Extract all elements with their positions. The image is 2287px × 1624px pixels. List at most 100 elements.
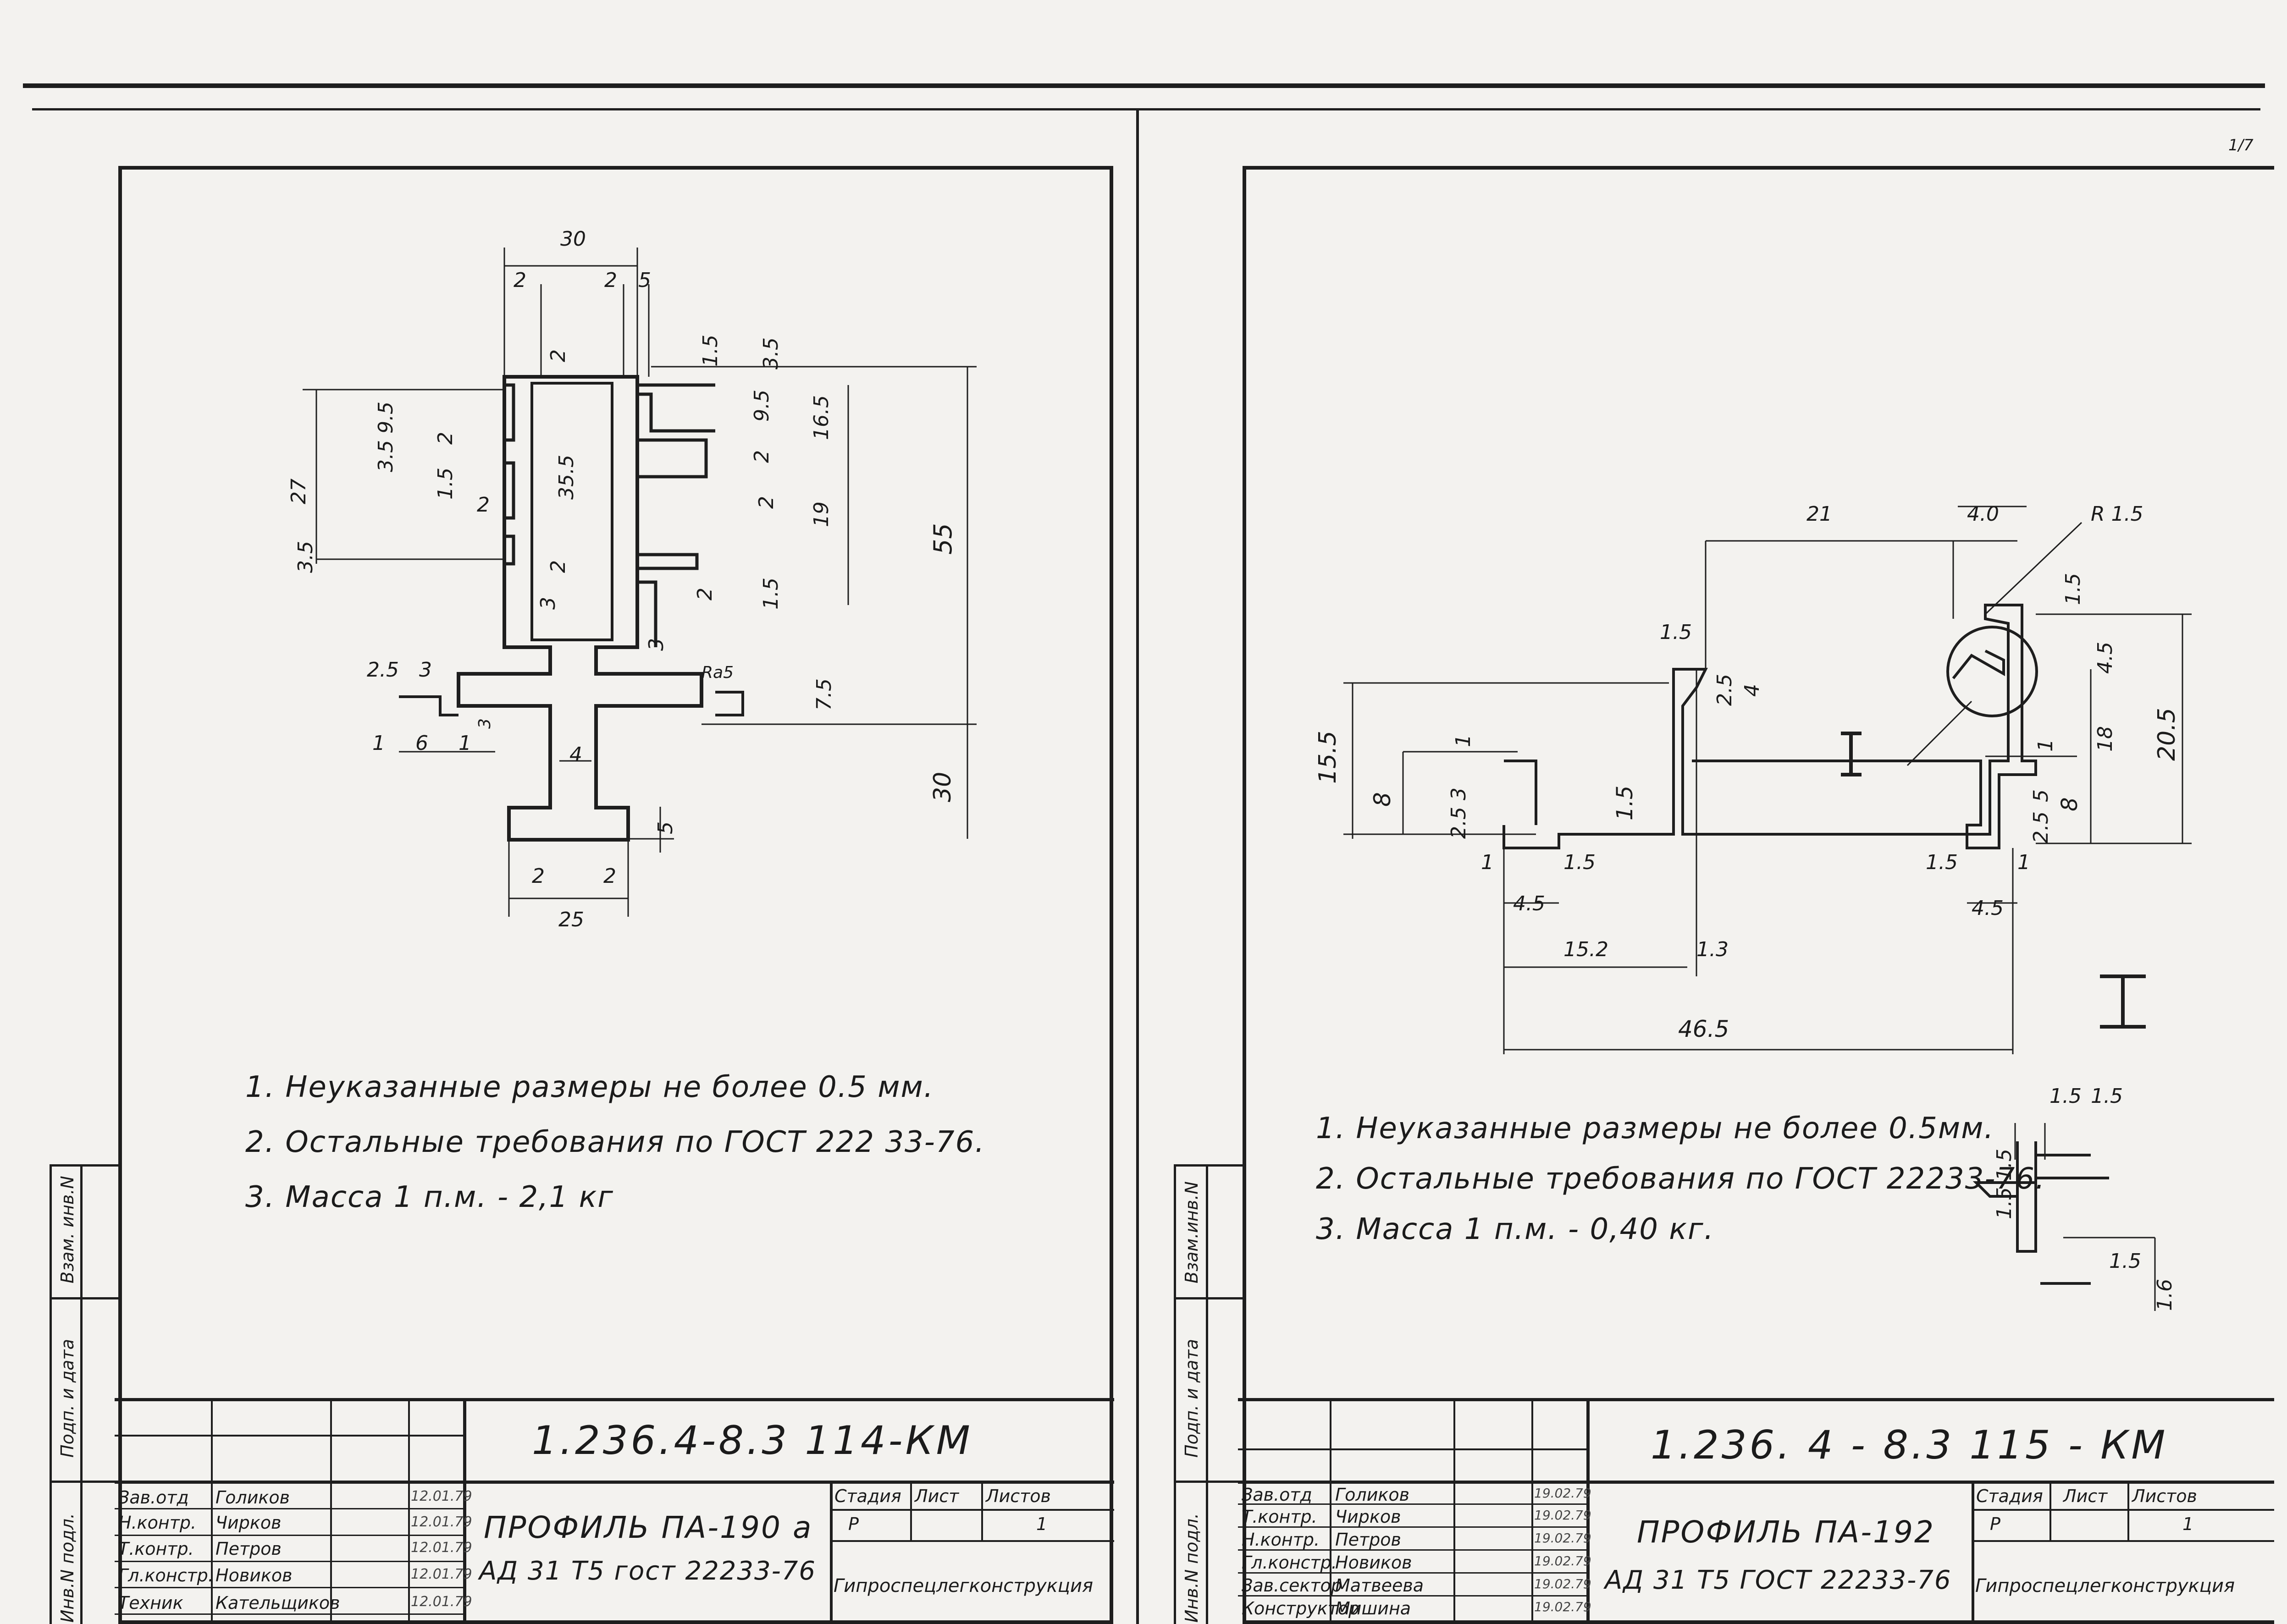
dim-r-21: 21 <box>1806 502 1832 526</box>
dim-r-15c: 1.5 <box>1926 851 1958 874</box>
date-left-4: 12.01.79 <box>411 1594 472 1610</box>
dim-r-25: 2.5 <box>1713 674 1736 706</box>
dim-base-2b: 2 <box>603 864 616 888</box>
role-left-3: Гл.констр. <box>118 1565 214 1585</box>
dim-r-1d: 1 <box>2017 851 2030 874</box>
dim-r-5: 5 <box>2029 789 2053 802</box>
dim-right-2c: 2 <box>693 588 717 600</box>
dim-r-45: 4.5 <box>2094 642 2117 674</box>
material-left: АД 31 Т5 гост 22233-76 <box>479 1556 817 1586</box>
dim-r-18: 18 <box>2094 726 2117 752</box>
material-right: АД 31 Т5 ГОСТ 22233-76 <box>1605 1565 1952 1595</box>
dim-flange-1b: 1 <box>459 732 471 755</box>
dim-r-15b: 1.5 <box>1563 851 1596 874</box>
stage-right: Р <box>1990 1514 2000 1534</box>
dim-flange-25: 2.5 <box>367 658 399 682</box>
name-right-2: Петров <box>1335 1530 1401 1550</box>
date-left-0: 12.01.79 <box>411 1488 472 1504</box>
dim-base-2a: 2 <box>532 864 545 888</box>
dim-top-2c: 2 <box>547 349 570 362</box>
side-col-left-sep2 <box>50 1297 118 1299</box>
note-3-right: 3. Масса 1 п.м. - 0,40 кг. <box>1316 1212 1714 1246</box>
dim-r-13: 1.3 <box>1696 938 1729 961</box>
dim-flange-1a: 1 <box>372 732 385 755</box>
org-left: Гипроспецлегконструкция <box>834 1575 1094 1596</box>
drawing-frame-right <box>1243 166 2274 1624</box>
dim-r-465: 46.5 <box>1678 1016 1729 1042</box>
dim-top-15: 1.5 <box>699 335 722 367</box>
dim-left-2b: 2 <box>477 493 490 517</box>
sheet-divider <box>1136 108 1139 1624</box>
dim-r-det16: 1.6 <box>2153 1279 2177 1311</box>
dim-left-27: 27 <box>287 479 310 504</box>
dim-r-1a: 1 <box>1452 734 1475 747</box>
dim-r-45b: 4.5 <box>1513 892 1545 915</box>
dim-top-width: 30 <box>560 227 586 251</box>
side-label-1-left: Взам. инв.N <box>57 1176 77 1283</box>
dim-r-15top: 1.5 <box>2061 573 2085 605</box>
stage-left: Р <box>848 1514 859 1534</box>
date-right-4: 19.02.79 <box>1534 1576 1591 1591</box>
dim-r-155: 15.5 <box>1314 731 1342 784</box>
dim-center-2: 2 <box>547 560 570 573</box>
dim-base-25: 25 <box>558 908 584 931</box>
dim-right-2b: 2 <box>755 496 778 509</box>
stage-hdr-left: Стадия <box>834 1486 901 1506</box>
role-right-3: Гл.констр. <box>1242 1552 1337 1573</box>
date-right-5: 19.02.79 <box>1534 1599 1591 1614</box>
role-right-2: Н.контр. <box>1242 1530 1320 1550</box>
date-left-3: 12.01.79 <box>411 1566 472 1582</box>
drawing-frame-left <box>118 166 1113 1624</box>
dim-top-2a: 2 <box>514 269 526 292</box>
dim-r-8b: 8 <box>2057 797 2083 811</box>
name-left-3: Новиков <box>215 1565 293 1585</box>
top-rule-thin <box>32 108 2260 110</box>
dim-small-3a: 3 <box>536 597 560 610</box>
side-col-left-sep1 <box>50 1164 118 1167</box>
doc-code-right: 1.236. 4 - 8.3 115 - КМ <box>1651 1422 2168 1468</box>
side-label-3-left: Инв.N подл. <box>57 1513 77 1623</box>
side-col-left-edge <box>50 1164 52 1624</box>
role-left-4: Техник <box>118 1593 183 1613</box>
dim-right-95: 9.5 <box>750 390 773 422</box>
name-left-4: Кательщиков <box>215 1593 340 1613</box>
dim-flange-3b: 3 <box>475 718 494 729</box>
sheets-left: 1 <box>1036 1514 1048 1534</box>
side-label-2-right: Подп. и дата <box>1182 1339 1202 1458</box>
date-right-3: 19.02.79 <box>1534 1553 1591 1569</box>
dim-r-40: 4.0 <box>1967 502 1999 526</box>
side-col-right-edge <box>1174 1164 1176 1624</box>
dim-flange-6: 6 <box>415 732 428 755</box>
dim-r-152: 15.2 <box>1563 938 1608 961</box>
org-right: Гипроспецлегконструкция <box>1975 1575 2235 1596</box>
name-right-0: Голиков <box>1335 1485 1410 1505</box>
dim-r-1c: 1 <box>2034 739 2057 752</box>
dim-r-253: 2.5 3 <box>1447 787 1470 839</box>
dim-r-det15d: 1.5 <box>2109 1250 2141 1273</box>
note-1-right: 1. Неуказанные размеры не более 0.5мм. <box>1316 1112 1994 1145</box>
role-right-4: Зав.сектор <box>1242 1575 1342 1596</box>
dim-left-2a: 2 <box>434 432 457 445</box>
dim-left-35-95: 3.5 9.5 <box>374 402 398 472</box>
date-right-1: 19.02.79 <box>1534 1508 1591 1523</box>
name-left-0: Голиков <box>215 1487 290 1508</box>
note-3-left: 3. Масса 1 п.м. - 2,1 кг <box>245 1180 614 1214</box>
dim-center-355: 35.5 <box>555 455 578 500</box>
side-label-3-right: Инв.N подл. <box>1182 1513 1202 1623</box>
dim-right-19: 19 <box>810 501 833 527</box>
side-col-left-mid <box>80 1164 83 1624</box>
doc-code-left: 1.236.4-8.3 114-КМ <box>532 1418 973 1464</box>
dim-small-3b: 3 <box>645 638 668 651</box>
dim-right-30: 30 <box>929 771 956 802</box>
top-rule-thick <box>23 83 2265 88</box>
sheet-hdr-right: Лист <box>2063 1486 2108 1506</box>
dim-top-35: 3.5 <box>759 337 783 369</box>
dim-right-2a: 2 <box>750 450 773 463</box>
role-right-0: Зав.отд <box>1242 1485 1312 1505</box>
role-right-5: Конструктор <box>1242 1598 1360 1618</box>
date-right-0: 19.02.79 <box>1534 1486 1591 1501</box>
page-number: 1/7 <box>2228 136 2254 154</box>
dim-r-15left: 1.5 <box>1660 621 1692 644</box>
note-1-left: 1. Неуказанные размеры не более 0.5 мм. <box>245 1070 934 1104</box>
dim-r-25b: 2.5 <box>2029 811 2053 843</box>
